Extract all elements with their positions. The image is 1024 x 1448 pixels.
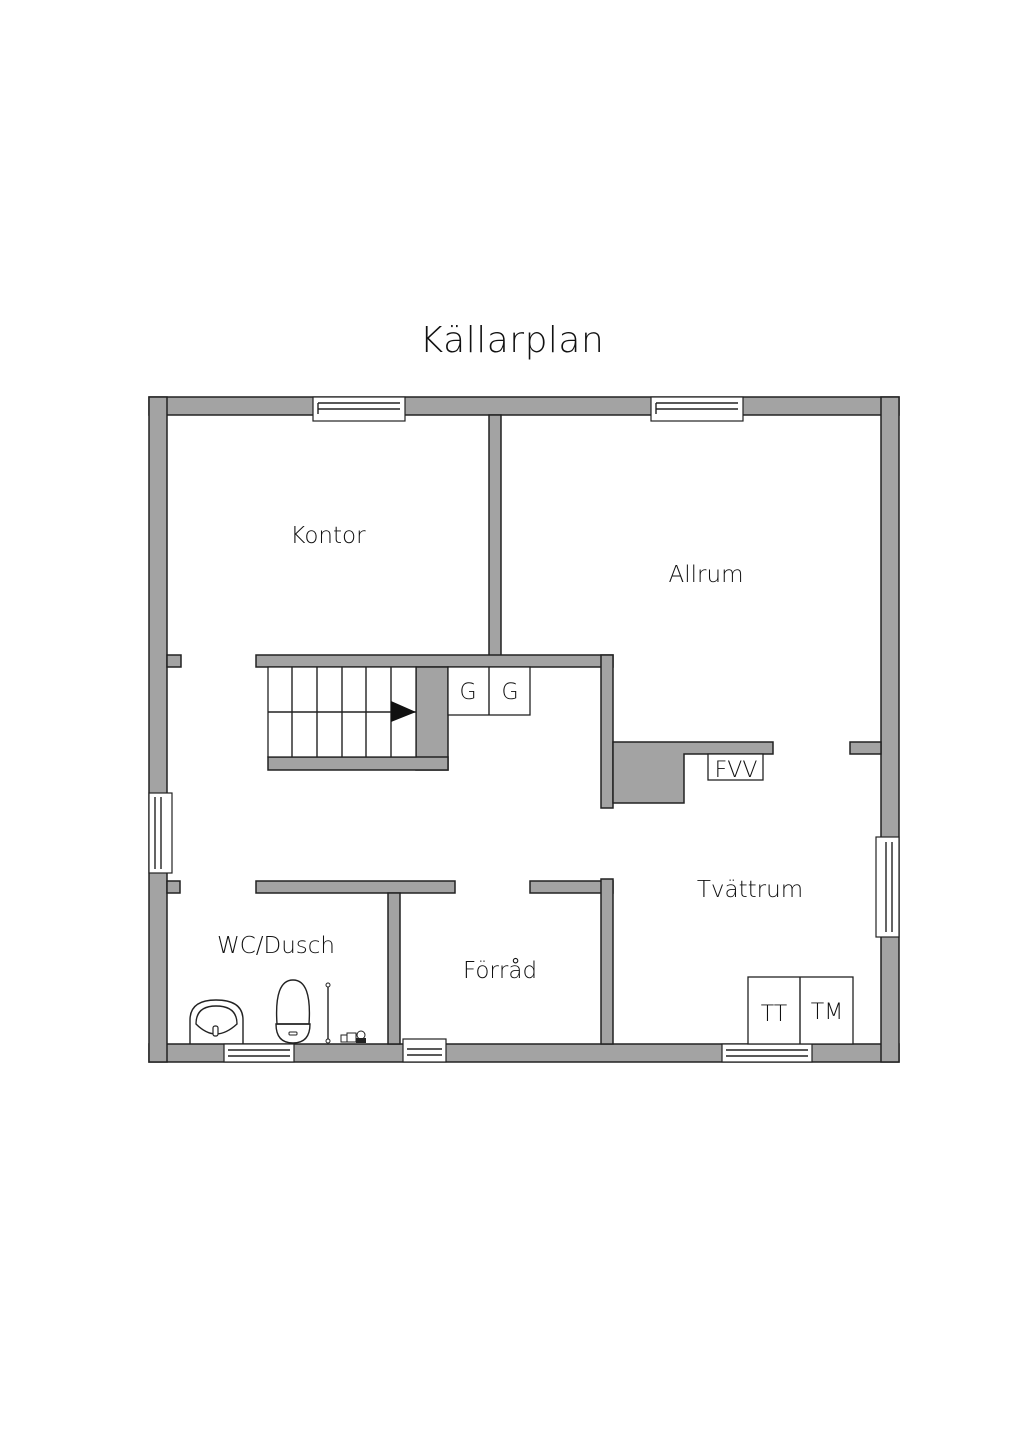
toilet-icon	[275, 979, 311, 1044]
wall-forrad-tvattrum	[600, 878, 614, 1045]
wardrobes: G G	[447, 666, 531, 716]
windows	[148, 396, 900, 1063]
window-bottom-tvattrum	[721, 1043, 813, 1063]
sink-icon	[189, 999, 244, 1044]
window-bottom-forrad	[402, 1038, 447, 1063]
chimney-block	[612, 741, 774, 804]
left-wall	[148, 396, 168, 1063]
dryer-label: TT	[761, 1002, 788, 1027]
window-left	[148, 792, 173, 874]
stair-direction-arrow-icon	[391, 701, 416, 722]
wall-stub-right	[849, 741, 882, 755]
room-labels: Kontor Allrum WC/Dusch Förråd Tvättrum	[217, 523, 803, 984]
staircase	[267, 666, 417, 758]
wall-wc-forrad	[387, 892, 401, 1045]
window-right	[875, 836, 900, 938]
wall-stub-left-lower	[166, 880, 181, 894]
shower-mixer-icon	[340, 1030, 366, 1043]
washer-label: TM	[811, 1000, 843, 1025]
interior-walls	[166, 414, 882, 1045]
wardrobe-label-2: G	[501, 680, 518, 705]
room-label-kontor: Kontor	[290, 523, 366, 549]
top-wall	[148, 396, 900, 416]
fvv-unit: FVV	[707, 753, 764, 783]
room-label-forrad: Förråd	[463, 958, 537, 984]
fvv-label: FVV	[715, 758, 758, 783]
wall-center-vertical	[600, 654, 614, 809]
room-label-allrum: Allrum	[669, 562, 744, 588]
wall-stair-right	[415, 666, 449, 771]
plan-title: Källarplan	[419, 320, 605, 361]
window-top-kontor	[312, 396, 406, 422]
right-wall	[880, 396, 900, 1063]
wardrobe-label-1: G	[459, 680, 476, 705]
wall-stair-top	[255, 654, 614, 668]
room-label-wc-dusch: WC/Dusch	[217, 933, 335, 959]
wall-kontor-allrum	[488, 414, 502, 661]
window-top-allrum	[650, 396, 744, 422]
wall-stair-bottom	[267, 756, 449, 771]
wall-wc-top	[255, 880, 456, 894]
room-label-tvattrum: Tvättrum	[697, 877, 803, 903]
shower-rail-icon	[325, 982, 331, 1044]
laundry-machines: TT TM	[747, 976, 854, 1045]
wall-stub-left-upper	[166, 654, 182, 668]
bathroom-fixtures	[189, 979, 366, 1044]
window-bottom-wc	[223, 1043, 295, 1063]
